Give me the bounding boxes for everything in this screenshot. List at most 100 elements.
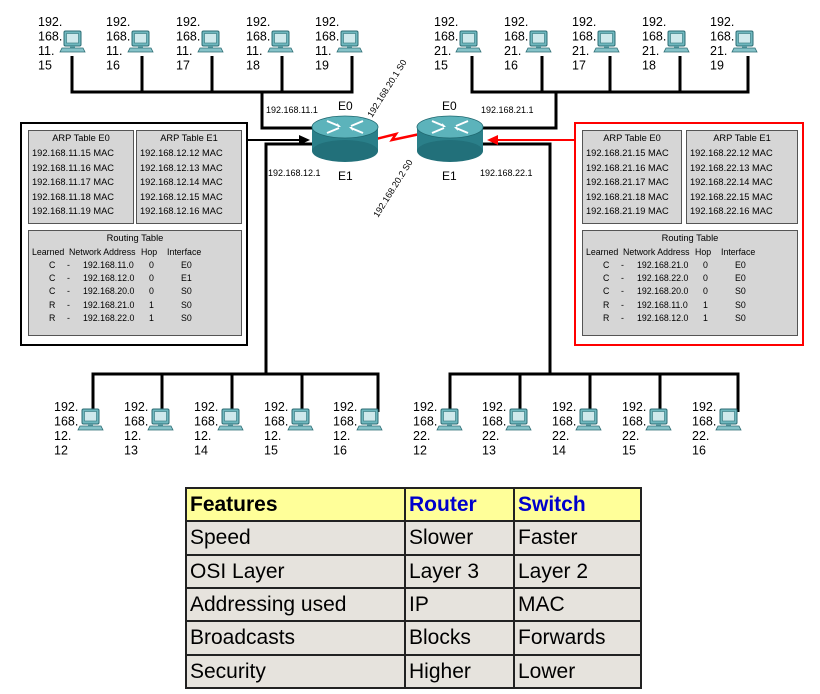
lan-22-wiring [448,142,740,412]
computer-icon[interactable] [663,30,690,53]
computer-icon[interactable] [59,30,86,53]
computer-icon[interactable] [217,408,244,431]
switch-cell: Forwards [513,620,642,656]
arp-table-title: ARP Table E1 [713,133,771,143]
computer-icon[interactable] [356,408,383,431]
table-row: Speed Slower Faster [185,520,642,556]
routing-cell: E1 [181,273,192,284]
arp-entry: 192.168.12.16 MAC [140,206,223,216]
router-right-e1-ip: 192.168.22.1 [480,168,533,178]
computer-icon[interactable] [436,408,463,431]
routing-cell: - [621,260,624,270]
arp-entry: 192.168.11.15 MAC [32,148,115,158]
computer-icon[interactable] [127,30,154,53]
computer-icon[interactable] [575,408,602,431]
host-ip-label: 192.168.21.17 [572,15,596,73]
arp-entry: 192.168.11.17 MAC [32,177,115,187]
computer-icon[interactable] [645,408,672,431]
computer-icon[interactable] [147,408,174,431]
computer-icon[interactable] [267,30,294,53]
router-right-e1-label: E1 [442,169,457,183]
host: 192.168.11.16 [106,15,154,73]
feature-cell: Addressing used [185,586,406,623]
routing-cell: S0 [735,299,746,310]
computer-icon[interactable] [593,30,620,53]
routing-column-header: Hop [695,247,712,257]
serial-link [371,132,421,142]
computer-icon[interactable] [525,30,552,53]
host-ip-label: 192.168.12.15 [264,400,288,458]
host: 192.168.12.14 [194,400,244,458]
routing-cell: 192.168.12.0 [637,312,689,323]
routing-cell: 0 [703,286,708,297]
hosts-lan-21: 192.168.21.15192.168.21.16192.168.21.171… [434,15,758,73]
router-icon[interactable] [416,115,484,163]
switch-cell: Lower [513,653,642,690]
arp-entry: 192.168.11.16 MAC [32,162,115,173]
feature-cell: Security [185,653,406,690]
host: 192.168.12.16 [333,400,383,458]
arp-entry: 192.168.11.18 MAC [32,191,115,202]
routing-cell: - [67,286,70,297]
routing-cell: S0 [181,299,192,310]
computer-icon[interactable] [715,408,742,431]
arp-entry: 192.168.22.13 MAC [690,162,773,173]
routing-cell: C [49,273,56,284]
routing-cell: R [603,299,610,310]
host: 192.168.22.13 [482,400,532,458]
router-right-s0-ip: 192.168.20.2 S0 [371,158,414,219]
table-row: Security Higher Lower [185,653,642,690]
arp-entry: 192.168.12.12 MAC [140,148,223,158]
routing-cell: S0 [181,286,192,297]
computer-icon[interactable] [287,408,314,431]
feature-cell: OSI Layer [185,553,406,589]
routing-cell: 192.168.20.0 [83,286,135,297]
routing-column-header: Network Address [623,247,690,257]
routing-cell: C [49,286,56,297]
computer-icon[interactable] [505,408,532,431]
routing-cell: 192.168.12.0 [83,273,135,284]
router-cell: IP [404,586,515,623]
routing-cell: 0 [703,260,708,270]
host: 192.168.22.15 [622,400,672,458]
computer-icon[interactable] [197,30,224,53]
computer-icon[interactable] [336,30,363,53]
router-header: Router [404,486,515,523]
computer-icon[interactable] [77,408,104,431]
host: 192.168.11.15 [38,15,86,73]
right-panel-connector [487,135,574,145]
routing-cell: - [621,286,624,297]
routing-cell: R [49,312,56,323]
host-ip-label: 192.168.22.14 [552,400,576,458]
host-ip-label: 192.168.11.18 [246,15,270,73]
host: 192.168.12.15 [264,400,314,458]
arp-entry: 192.168.12.13 MAC [140,162,223,173]
host: 192.168.22.16 [692,400,742,458]
switch-cell: MAC [513,586,642,623]
host-ip-label: 192.168.21.16 [504,15,528,73]
computer-icon[interactable] [731,30,758,53]
host: 192.168.21.16 [504,15,552,73]
routing-cell: S0 [735,286,746,297]
router-cell: Higher [404,653,515,690]
host: 192.168.22.12 [413,400,463,458]
routing-cell: R [49,299,56,310]
router-icon[interactable] [311,115,379,163]
hosts-lan-22: 192.168.22.12 192.168.22.13 192.168.22.14 1… [413,400,742,458]
routing-cell: C [49,260,56,270]
router-vs-switch-table: Features Router Switch Speed Slower Fast… [185,486,642,690]
routing-column-header: Interface [167,247,202,257]
arp-entry: 192.168.22.15 MAC [690,191,773,202]
host-ip-label: 192.168.22.16 [692,400,716,458]
lan-11-wiring [70,56,354,130]
router-right-e0-ip: 192.168.21.1 [481,105,534,115]
router-left-e0-label: E0 [338,99,353,113]
computer-icon[interactable] [455,30,482,53]
routing-table-title: Routing Table [106,233,164,243]
host-ip-label: 192.168.11.16 [106,15,130,73]
routing-cell: 192.168.11.0 [637,299,688,310]
